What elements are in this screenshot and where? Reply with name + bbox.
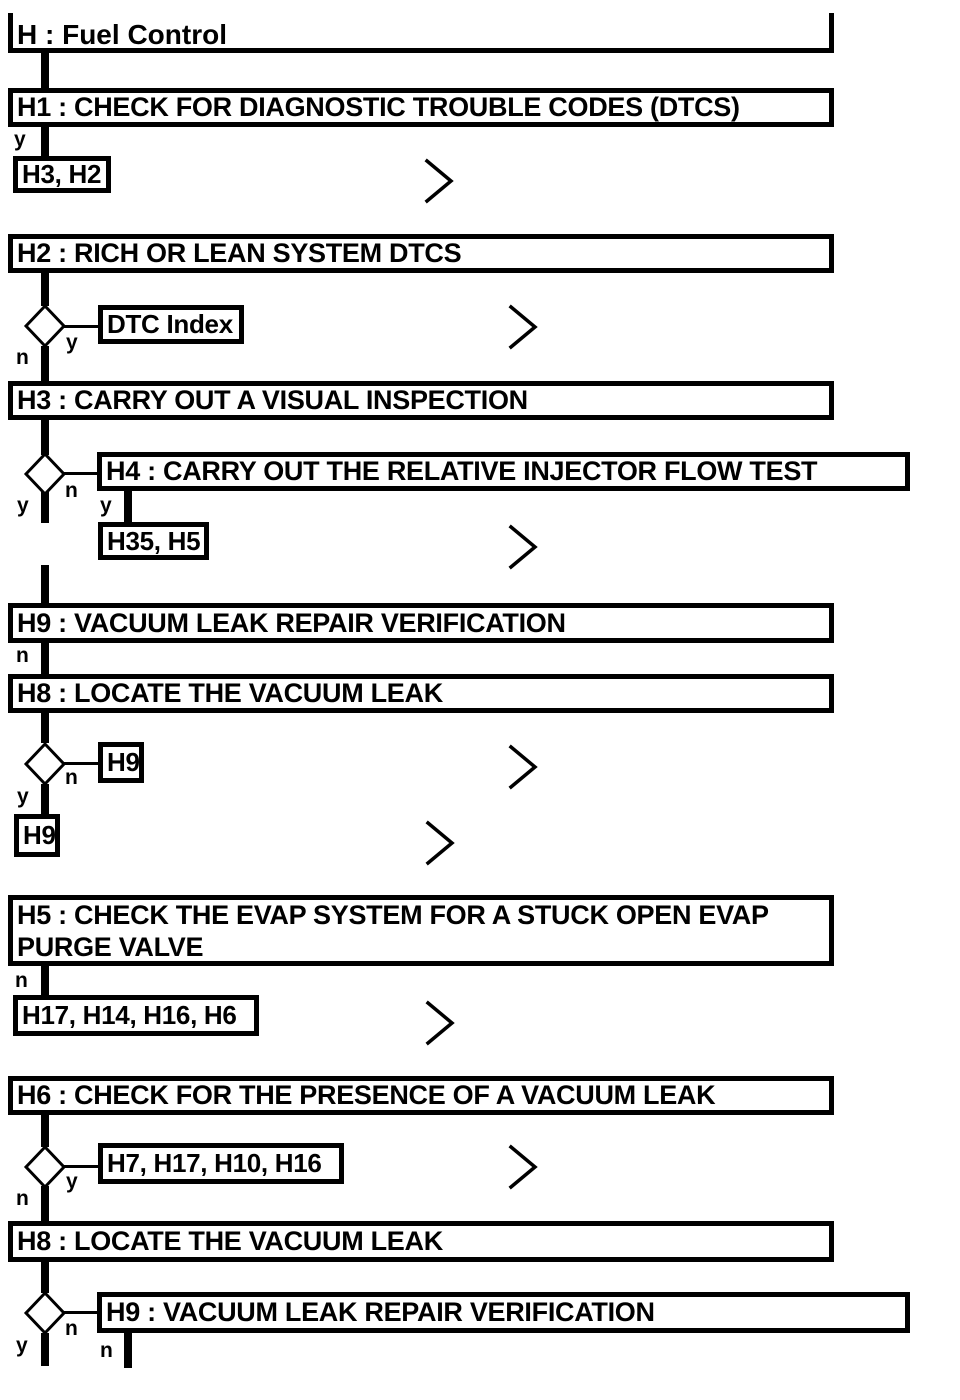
connector-line: [41, 1186, 49, 1222]
connector-line: [41, 53, 49, 88]
continue-chevron-icon: [508, 304, 538, 350]
continue-chevron-icon: [508, 744, 538, 790]
connector-line: [41, 642, 49, 675]
branch-label-no: n: [16, 644, 29, 667]
step-box-h9-first: H9 : VACUUM LEAK REPAIR VERIFICATION: [8, 603, 834, 643]
goto-box-h17-h14-h16-h6: H17, H14, H16, H6: [13, 995, 259, 1036]
connector-line: [41, 1333, 49, 1366]
decision-diamond: [23, 1290, 67, 1336]
step-box-h2: H2 : RICH OR LEAN SYSTEM DTCS: [8, 234, 834, 273]
decision-diamond: [23, 451, 67, 497]
branch-label-yes: y: [16, 1334, 28, 1357]
continue-chevron-icon: [508, 1144, 538, 1190]
continue-chevron-icon: [425, 820, 455, 866]
step-box-h6: H6 : CHECK FOR THE PRESENCE OF A VACUUM …: [8, 1076, 834, 1115]
continue-chevron-icon: [424, 158, 454, 204]
step-box-h8-first: H8 : LOCATE THE VACUUM LEAK: [8, 674, 834, 713]
goto-box-h35-h5: H35, H5: [98, 522, 209, 560]
connector-line: [41, 492, 49, 523]
connector-line: [62, 472, 98, 475]
step-box-h8-second: H8 : LOCATE THE VACUUM LEAK: [8, 1221, 834, 1262]
branch-label-yes: y: [17, 785, 29, 808]
decision-diamond: [23, 741, 67, 787]
connector-line: [41, 784, 49, 815]
goto-box-h9-yes: H9: [14, 814, 60, 857]
step-box-h9-second: H9 : VACUUM LEAK REPAIR VERIFICATION: [97, 1292, 910, 1333]
step-box-h5: H5 : CHECK THE EVAP SYSTEM FOR A STUCK O…: [8, 895, 834, 966]
branch-label-no: n: [100, 1339, 113, 1362]
connector-line: [41, 419, 49, 455]
connector-line: [41, 273, 49, 306]
connector-line: [62, 1165, 98, 1168]
continue-chevron-icon: [508, 524, 538, 570]
connector-line: [41, 711, 49, 743]
branch-label-no: n: [65, 1317, 78, 1340]
connector-line: [62, 762, 98, 765]
step-box-h5-label: H5 : CHECK THE EVAP SYSTEM FOR A STUCK O…: [17, 900, 769, 962]
connector-line: [41, 565, 49, 604]
decision-diamond: [23, 303, 67, 349]
goto-box-h9-no: H9: [98, 742, 144, 783]
branch-label-yes: y: [14, 128, 26, 151]
connector-line: [41, 1113, 49, 1147]
continue-chevron-icon: [425, 1000, 455, 1046]
goto-box-h3-h2: H3, H2: [13, 156, 111, 193]
connector-line: [41, 964, 49, 996]
branch-label-no: n: [15, 969, 28, 992]
title-bracket: [8, 13, 834, 53]
goto-box-h7-h17-h10-h16: H7, H17, H10, H16: [98, 1143, 344, 1184]
connector-line: [41, 1261, 49, 1293]
connector-line: [62, 1311, 98, 1314]
step-box-h3: H3 : CARRY OUT A VISUAL INSPECTION: [8, 381, 834, 420]
connector-line: [124, 489, 132, 523]
branch-label-no: n: [16, 1187, 29, 1210]
connector-line: [41, 346, 49, 382]
branch-label-yes: y: [100, 494, 112, 517]
connector-line: [41, 126, 49, 156]
branch-label-yes: y: [66, 1170, 78, 1193]
goto-box-dtc-index: DTC Index: [98, 305, 244, 344]
flowchart-title: H : Fuel Control: [17, 19, 227, 50]
connector-line: [124, 1331, 132, 1368]
branch-label-yes: y: [66, 331, 78, 354]
step-box-h4: H4 : CARRY OUT THE RELATIVE INJECTOR FLO…: [97, 452, 910, 491]
connector-line: [62, 325, 98, 328]
branch-label-no: n: [65, 479, 78, 502]
branch-label-yes: y: [17, 494, 29, 517]
branch-label-no: n: [16, 346, 29, 369]
step-box-h1: H1 : CHECK FOR DIAGNOSTIC TROUBLE CODES …: [8, 88, 834, 127]
branch-label-no: n: [65, 766, 78, 789]
decision-diamond: [23, 1144, 67, 1190]
